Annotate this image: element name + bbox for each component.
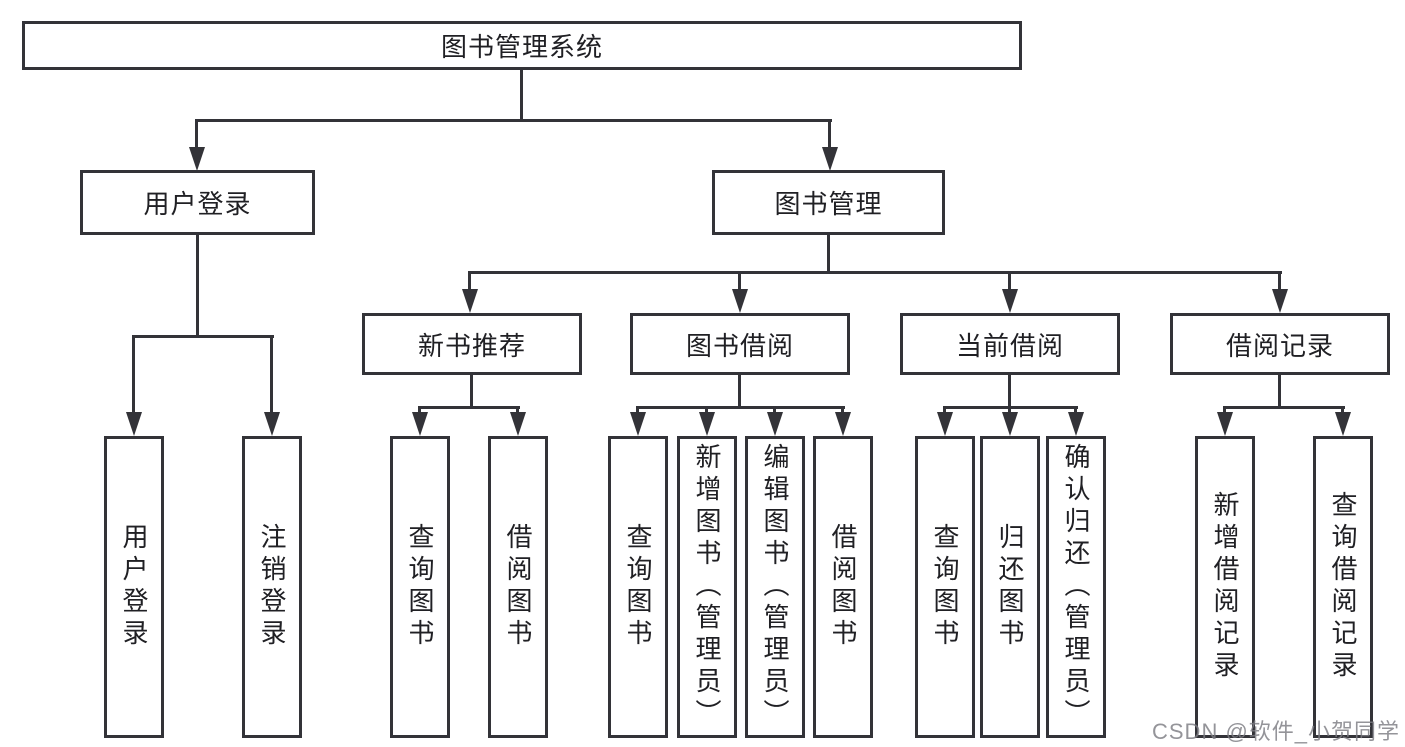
node-current-borrowing-label: 当前借阅 [955,330,1064,361]
connector-line-borrowing-stem [738,375,741,409]
csdn-watermark: CSDN @软件_小贺同学 [1152,719,1401,744]
leaf-current-return-books: 归还图书 [980,436,1040,738]
connector-arrow-user-login [195,119,198,147]
leaf-current-confirm-return-admin: 确认归还（管理员） [1046,436,1106,738]
leaf-borrow-add-books-admin: 新增图书（管理员） [677,436,737,738]
node-book-borrowing: 图书借阅 [630,313,850,375]
leaf-recommend-query-books: 查询图书 [390,436,450,738]
node-new-book-recommendation-label: 新书推荐 [417,330,526,361]
connector-arrow-borrow-borrow-books [841,408,844,412]
connector-arrow-records-query-record [1341,408,1344,412]
connector-arrow-book-management [828,119,831,147]
leaf-logout: 注销登录 [242,436,302,738]
connector-arrow-leaf-logout [270,336,273,412]
connector-line-borrowing-split [636,406,845,409]
connector-line-root-stem [520,70,523,122]
leaf-borrow-query-books: 查询图书 [608,436,668,738]
leaf-current-return-books-label: 归还图书 [995,523,1025,651]
connector-arrow-borrow-query-books [636,408,639,412]
connector-arrow-recommend-query-books [418,408,421,412]
connector-line-user-login-split [132,335,274,338]
connector-line-records-stem [1278,375,1281,409]
leaf-recommend-borrow-books: 借阅图书 [488,436,548,738]
connector-line-recommendation-split [418,406,520,409]
leaf-recommend-query-books-label: 查询图书 [405,523,435,651]
connector-line-current-stem [1008,375,1011,409]
connector-arrow-current-return-books [1008,408,1011,412]
node-current-borrowing: 当前借阅 [900,313,1120,375]
node-book-management-label: 图书管理 [774,189,883,219]
connector-arrow-leaf-user-login [132,336,135,412]
node-borrowing-records-label: 借阅记录 [1225,330,1334,361]
leaf-records-add-record-label: 新增借阅记录 [1210,491,1240,683]
leaf-records-query-record-label: 查询借阅记录 [1328,491,1358,683]
connector-line-user-login-stem [196,235,199,338]
leaf-records-query-record: 查询借阅记录 [1313,436,1373,738]
leaf-user-login: 用户登录 [104,436,164,738]
connector-arrow-book-borrowing [738,272,741,289]
leaf-borrow-query-books-label: 查询图书 [623,523,653,651]
connector-line-recommendation-stem [470,375,473,409]
connector-arrow-recommend-borrow-books [516,408,519,412]
leaf-current-query-books: 查询图书 [915,436,975,738]
node-book-management: 图书管理 [712,170,945,235]
connector-arrow-current-borrowing [1008,272,1011,289]
connector-arrow-records-add-record [1223,408,1226,412]
node-new-book-recommendation: 新书推荐 [362,313,582,375]
node-user-login: 用户登录 [80,170,315,235]
leaf-borrow-edit-books-admin-label: 编辑图书（管理员） [760,443,790,731]
connector-line-l2-split [468,271,1282,274]
leaf-borrow-borrow-books-label: 借阅图书 [828,523,858,651]
leaf-current-query-books-label: 查询图书 [930,523,960,651]
connector-arrow-current-confirm-return [1074,408,1077,412]
node-book-borrowing-label: 图书借阅 [685,330,794,361]
connector-arrow-current-query-books [943,408,946,412]
leaf-user-login-label: 用户登录 [119,523,149,651]
leaf-current-confirm-return-admin-label: 确认归还（管理员） [1061,443,1091,731]
leaf-recommend-borrow-books-label: 借阅图书 [503,523,533,651]
node-borrowing-records: 借阅记录 [1170,313,1390,375]
leaf-borrow-add-books-admin-label: 新增图书（管理员） [692,443,722,731]
node-root: 图书管理系统 [22,21,1022,70]
node-user-login-label: 用户登录 [143,189,252,219]
connector-arrow-new-book-recommendation [468,272,471,289]
leaf-logout-label: 注销登录 [257,523,287,651]
leaf-borrow-borrow-books: 借阅图书 [813,436,873,738]
connector-line-records-split [1223,406,1345,409]
leaf-borrow-edit-books-admin: 编辑图书（管理员） [745,436,805,738]
connector-arrow-borrow-edit-books [773,408,776,412]
node-root-label: 图书管理系统 [440,32,603,62]
connector-line-l1-split [195,119,832,122]
leaf-records-add-record: 新增借阅记录 [1195,436,1255,738]
connector-arrow-borrowing-records [1278,272,1281,289]
connector-line-book-management-stem [827,235,830,274]
connector-arrow-borrow-add-books [705,408,708,412]
